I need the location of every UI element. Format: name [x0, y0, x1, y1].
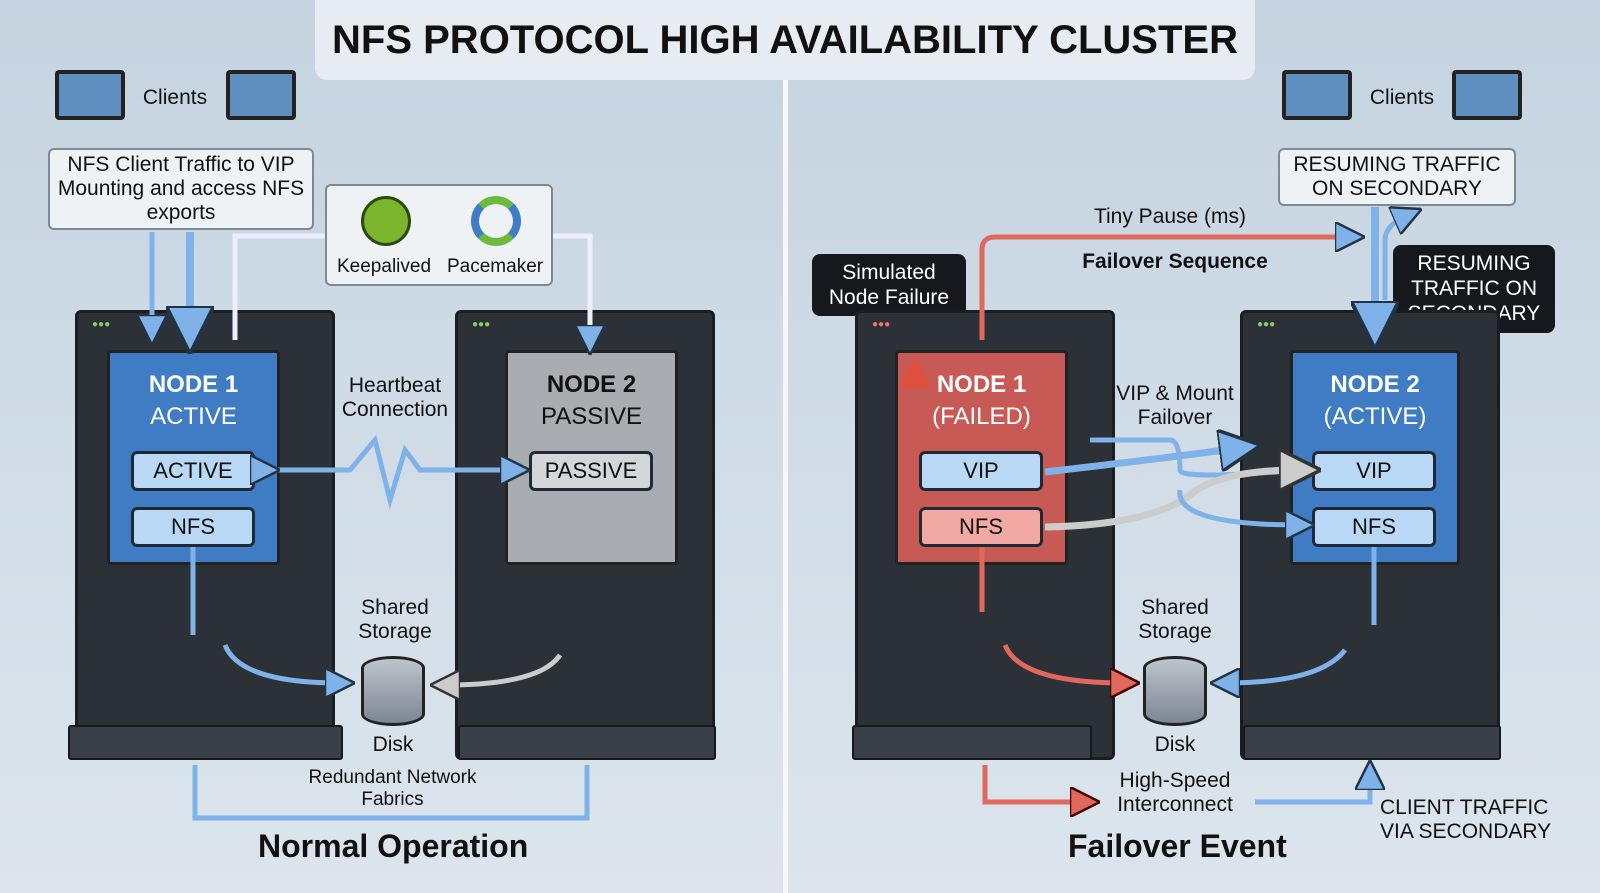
client-traffic-secondary-label: CLIENT TRAFFIC VIA SECONDARY — [1380, 796, 1552, 844]
node1-vip-button[interactable]: VIP — [919, 451, 1043, 491]
vip-failover-arrow — [1044, 448, 1240, 476]
disk-label: Disk — [1154, 733, 1196, 756]
diagram-title: NFS PROTOCOL HIGH AVAILABILITY CLUSTER — [315, 0, 1255, 80]
ha-tools-box: Keepalived Pacemaker — [325, 184, 553, 286]
node1-state: (FAILED) — [932, 403, 1031, 430]
network-switch — [1243, 725, 1501, 760]
keepalived-label: Keepalived — [337, 256, 432, 277]
nfs-failover-arrow — [1044, 470, 1300, 531]
clients-label: Clients — [142, 86, 208, 109]
fabric-label: Redundant Network Fabrics — [308, 767, 477, 810]
laptop-icon — [226, 70, 296, 120]
failed-storage-arrow — [979, 547, 1125, 683]
shared-disk-icon — [361, 656, 425, 726]
failover-event-caption: Failover Event — [1068, 828, 1287, 864]
simulated-failure-label: Simulated Node Failure — [812, 254, 966, 317]
node2-storage-arrow — [1225, 547, 1377, 683]
client-secondary-arrow — [1255, 775, 1370, 805]
node2-name: NODE 2 — [546, 371, 637, 398]
node1-nfs-button[interactable]: NFS — [131, 507, 255, 547]
node2-passive-button[interactable]: PASSIVE — [529, 451, 653, 491]
resume-arrow — [1382, 215, 1408, 300]
shared-storage-label: Shared Storage — [1138, 596, 1212, 644]
storage-arrow — [445, 653, 563, 685]
clients-label: Clients — [1369, 86, 1435, 109]
heartbeat-arrow — [265, 434, 515, 510]
desktop-monitor-icon — [1452, 70, 1522, 120]
vip-failover-label: VIP & Mount Failover — [1116, 382, 1234, 430]
failure-sequence-arrow — [979, 237, 1350, 340]
pacemaker-sync-icon — [471, 196, 521, 246]
fabric-line — [192, 765, 590, 821]
resuming-traffic-box: RESUMING TRAFFIC ON SECONDARY — [1278, 148, 1516, 207]
node1-name: NODE 1 — [936, 371, 1027, 398]
node2-name: NODE 2 — [1330, 371, 1420, 398]
node1-nfs-button[interactable]: NFS — [919, 507, 1043, 547]
node1-state: ACTIVE — [150, 403, 237, 430]
client-traffic-box: NFS Client Traffic to VIP Mounting and a… — [48, 148, 314, 231]
shared-storage-label: Shared Storage — [358, 596, 432, 644]
pacemaker-link — [232, 233, 590, 340]
panel-divider — [783, 0, 788, 893]
desktop-monitor-icon — [55, 70, 125, 120]
interconnect-label: High-Speed Interconnect — [1117, 769, 1233, 817]
warning-icon — [898, 358, 932, 388]
keepalived-gear-icon — [361, 196, 411, 246]
storage-arrow — [190, 547, 340, 683]
interconnect-arrow — [982, 765, 1085, 802]
node2-vip-button[interactable]: VIP — [1312, 451, 1436, 491]
failover-sequence-label: Failover Sequence — [1082, 250, 1268, 273]
network-switch — [852, 725, 1092, 760]
node2-state: (ACTIVE) — [1323, 403, 1427, 430]
heartbeat-label: Heartbeat Connection — [341, 374, 449, 422]
node2-state: PASSIVE — [541, 403, 642, 430]
normal-operation-caption: Normal Operation — [258, 828, 529, 864]
tiny-pause-label: Tiny Pause (ms) — [1093, 205, 1247, 228]
node1-name: NODE 1 — [148, 371, 239, 398]
nfs-failover-arrow — [1177, 489, 1300, 525]
disk-label: Disk — [372, 733, 414, 756]
network-switch — [68, 725, 343, 760]
pacemaker-label: Pacemaker — [447, 256, 544, 277]
network-switch — [458, 725, 716, 760]
laptop-icon — [1282, 70, 1352, 120]
